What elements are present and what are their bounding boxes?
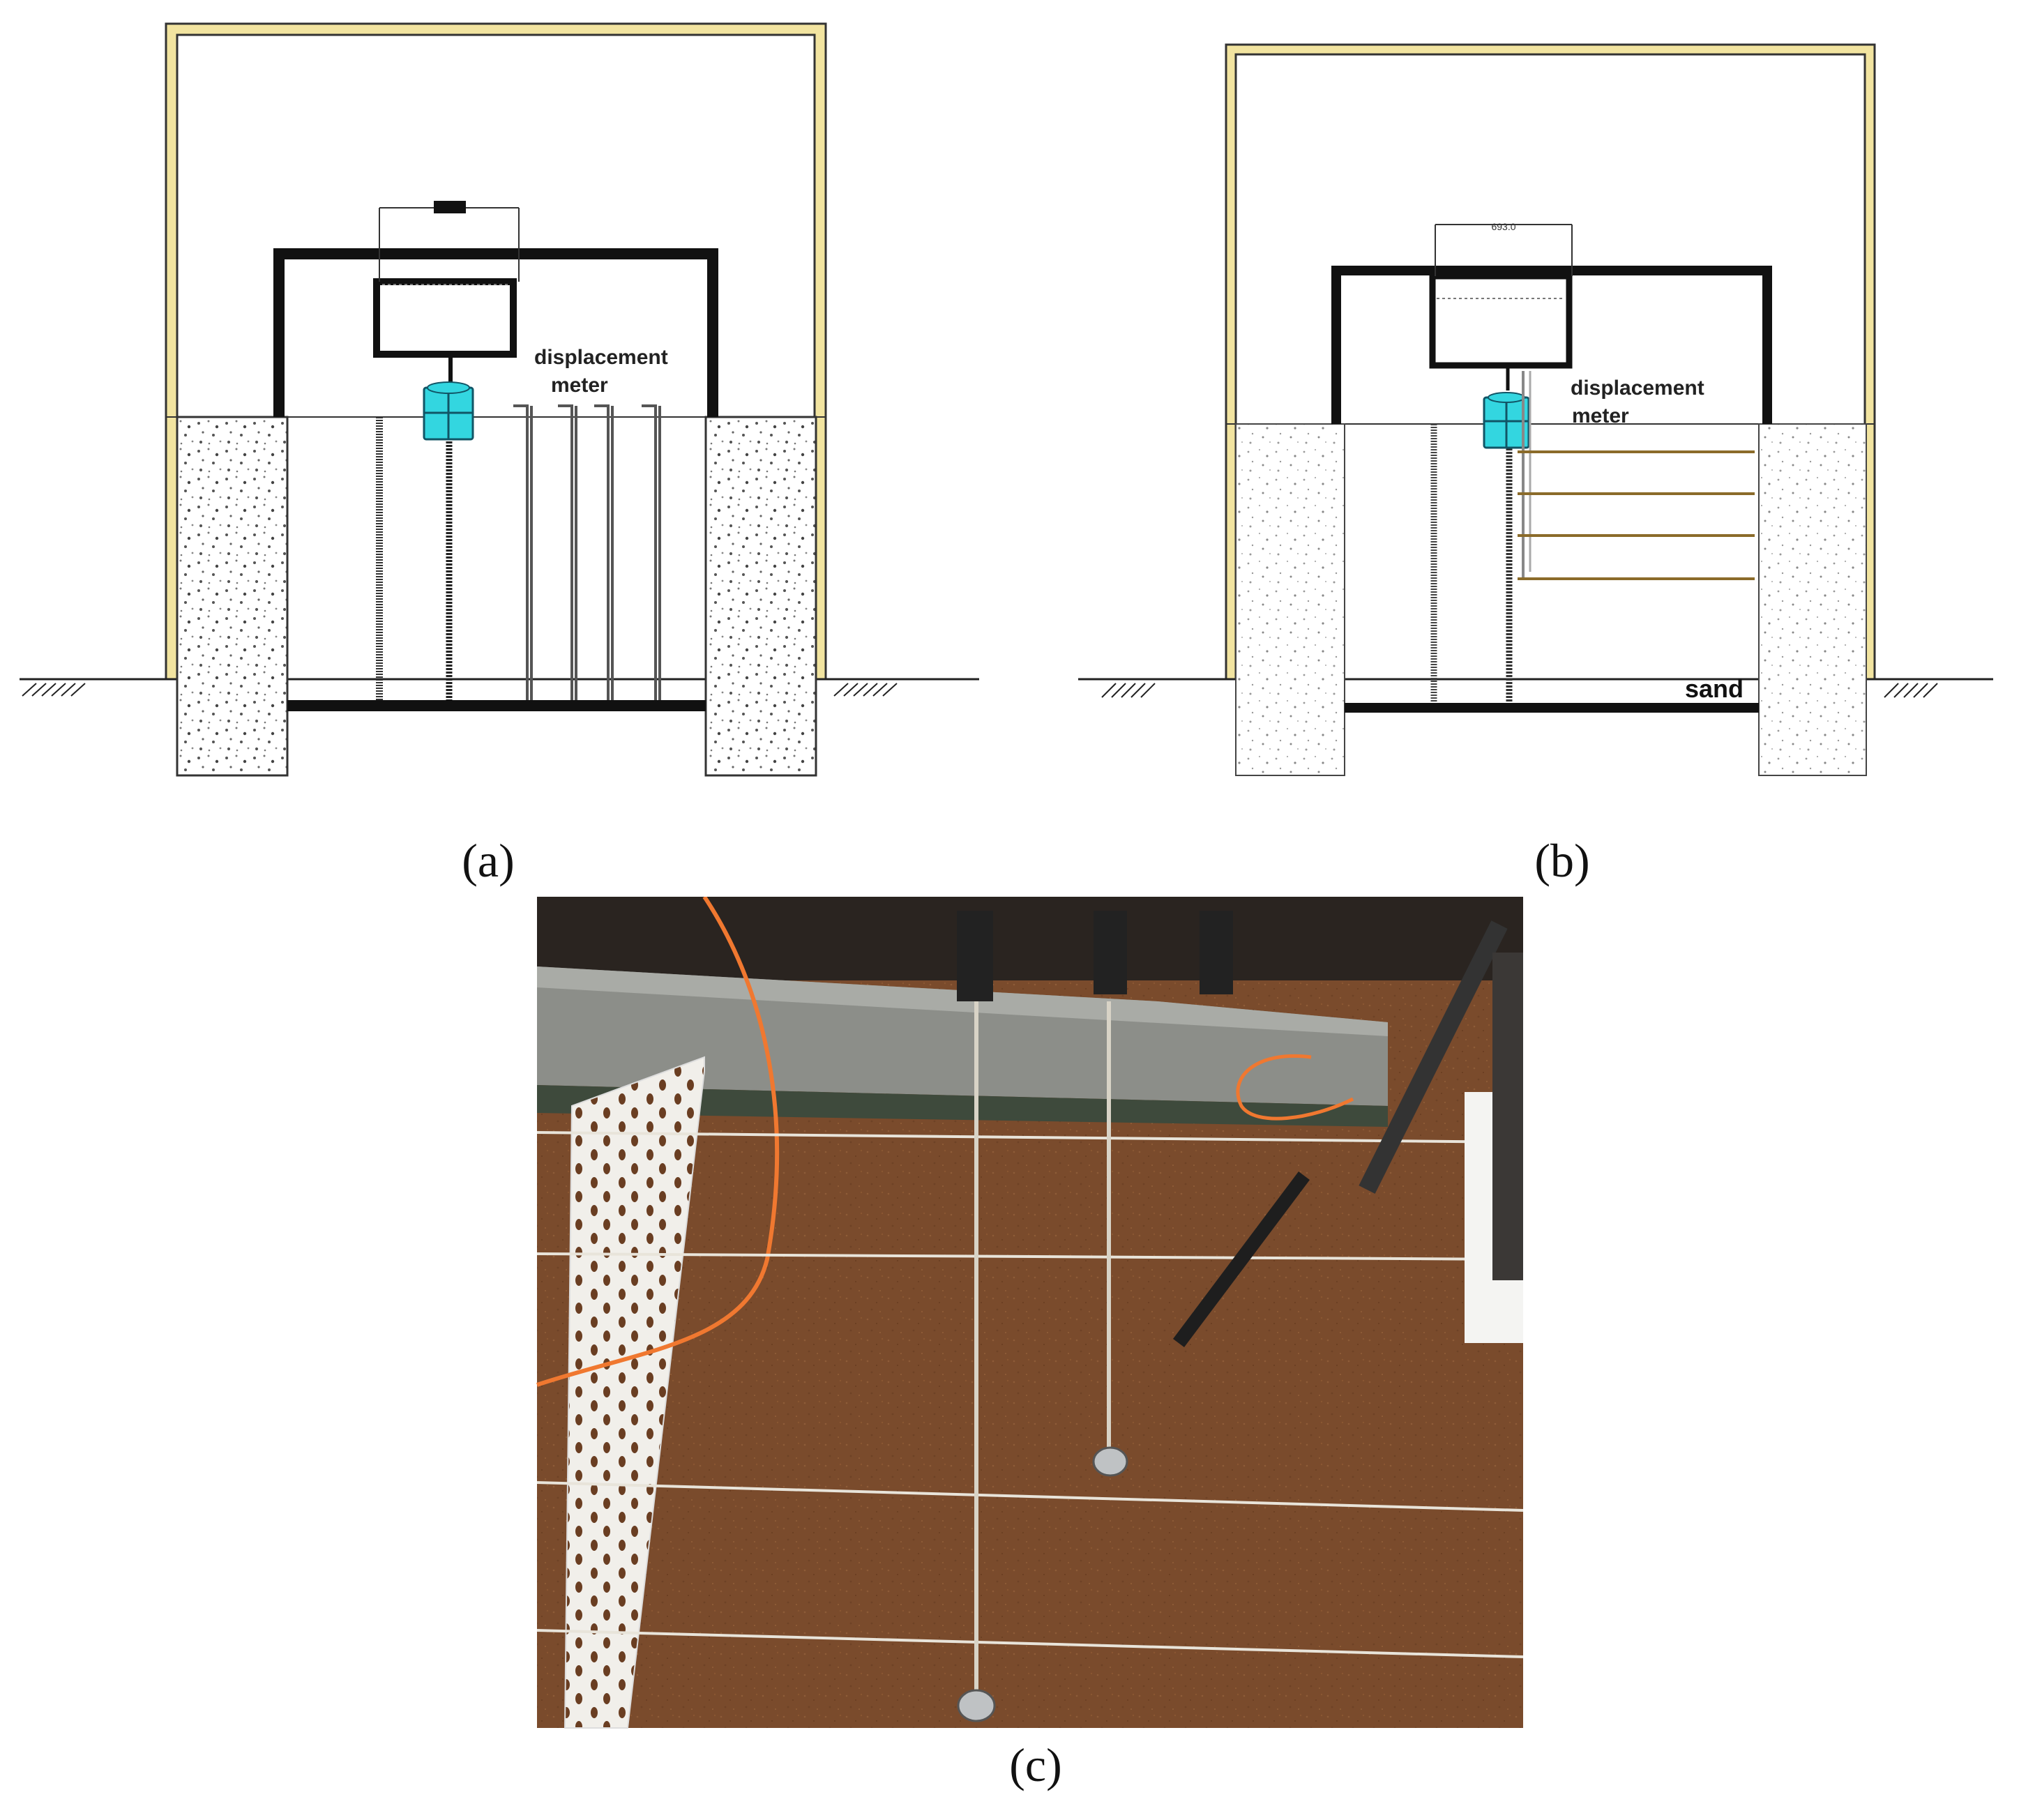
measurement-rods [513, 404, 661, 700]
schematic-b-drawing: 693.0 displacement meter sand [1078, 43, 1993, 776]
concrete-wall-right [1758, 423, 1867, 776]
base-plate [1345, 703, 1759, 713]
rod-end-cap-2 [1092, 1446, 1128, 1477]
loading-frame [273, 248, 718, 417]
caption-c: (c) [1009, 1738, 1062, 1791]
sensor-1 [957, 911, 993, 1001]
displacement-meter [423, 381, 474, 441]
meter-label-line2: meter [1572, 404, 1629, 427]
perforated-plate [564, 1056, 705, 1729]
meter-label-line1: displacement [1571, 377, 1704, 400]
panel-b-schematic: 693.0 displacement meter sand [1021, 0, 2042, 907]
orange-cable [536, 895, 780, 1387]
sensor-2 [1094, 911, 1127, 994]
black-pipe-2 [1359, 920, 1508, 1194]
sand-label: sand [1685, 674, 1744, 703]
concrete-beam [537, 966, 1388, 1106]
dimension-label: 693.0 [1491, 221, 1515, 232]
concrete-wall-right [704, 416, 817, 777]
sensor-3 [1200, 911, 1233, 994]
caption-a: (a) [462, 834, 515, 887]
meter-label-line1: displacement [534, 346, 668, 369]
base-plate [287, 700, 706, 711]
loading-frame [1331, 266, 1772, 424]
ground-hatch-right [833, 683, 898, 697]
actuator-box [1429, 273, 1573, 369]
concrete-wall-left [176, 416, 289, 777]
panel-c-photo [530, 895, 1541, 1754]
actuator-box [373, 278, 517, 358]
horizontal-rods [1518, 450, 1755, 580]
black-pipe-1 [1173, 1171, 1310, 1347]
ground-hatch-left [22, 683, 86, 697]
horizontal-strings [536, 1131, 1524, 1658]
photo-c-drawing [536, 895, 1524, 1729]
displacement-meter [1483, 392, 1530, 449]
ground-hatch-left [1101, 683, 1156, 698]
ground-hatch-right [1884, 683, 1938, 698]
panel-a-schematic: displacement meter [0, 0, 1021, 907]
concrete-wall-left [1235, 423, 1345, 776]
rod-end-cap-1 [957, 1689, 996, 1722]
schematic-a-drawing: displacement meter [20, 22, 979, 777]
dimension-marker [434, 201, 466, 213]
caption-b: (b) [1534, 834, 1590, 887]
meter-label-line2: meter [551, 374, 608, 397]
